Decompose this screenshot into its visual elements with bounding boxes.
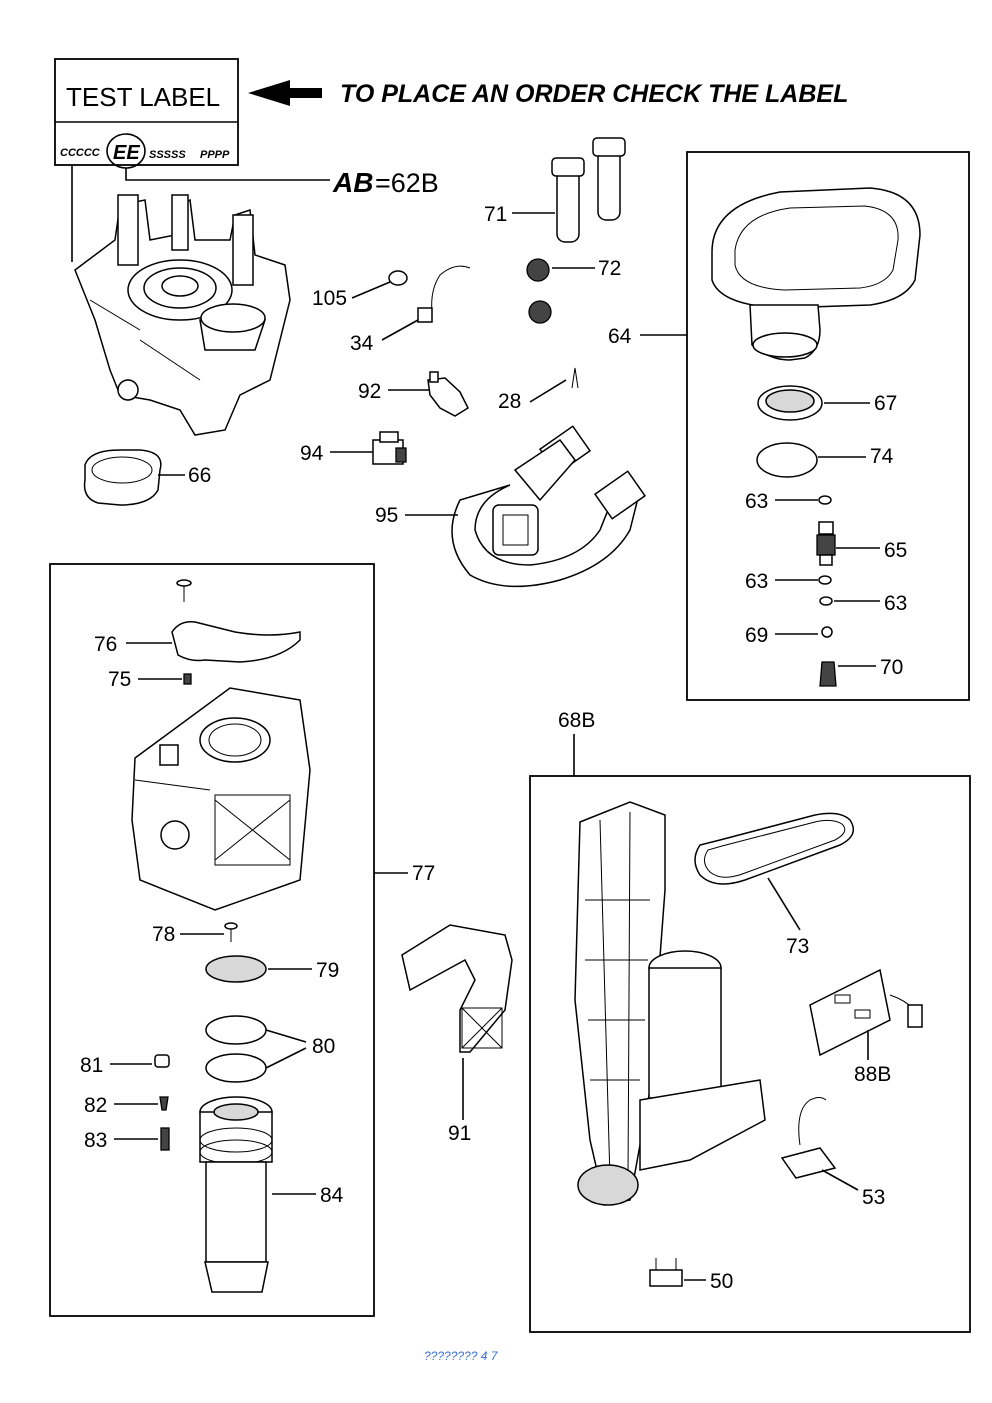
part-80-ring-a <box>205 1015 267 1045</box>
ab-value: =62B <box>375 168 439 198</box>
part-71-cylinders-drawing <box>551 137 626 243</box>
callout-79: 79 <box>316 959 339 982</box>
callout-50: 50 <box>710 1270 733 1293</box>
part-28-clip-drawing <box>571 367 579 389</box>
arrow-left-icon <box>248 80 322 106</box>
callout-73: 73 <box>786 935 809 958</box>
callout-66: 66 <box>188 464 211 487</box>
label-code-ee: EE <box>113 142 140 164</box>
part-83-spring-drawing <box>160 1127 170 1151</box>
part-screw-top-drawing <box>176 579 192 602</box>
part-81-drawing <box>154 1054 170 1068</box>
part-82-drawing <box>159 1096 169 1111</box>
callout-28: 28 <box>498 390 521 413</box>
part-63-ring-a <box>818 495 832 505</box>
part-53-sensor-drawing <box>780 1097 837 1179</box>
part-66-gasket-drawing <box>83 449 162 506</box>
callout-83: 83 <box>84 1129 107 1152</box>
callout-75: 75 <box>108 668 131 691</box>
callout-92: 92 <box>358 380 381 403</box>
part-70-spring-drawing <box>819 661 837 687</box>
part-75-pin-drawing <box>183 673 192 685</box>
group-64-box <box>686 151 970 701</box>
part-94-solenoid-drawing <box>372 431 407 465</box>
callout-63-b: 63 <box>745 570 768 593</box>
test-label-box <box>54 58 239 166</box>
label-code-sssss: SSSSS <box>149 149 186 161</box>
callout-72: 72 <box>598 257 621 280</box>
label-code-ccccc: CCCCC <box>60 147 101 159</box>
callout-94: 94 <box>300 442 324 465</box>
callout-64: 64 <box>608 325 632 348</box>
group-68B-box <box>529 775 971 1333</box>
callout-34: 34 <box>350 332 374 355</box>
callout-69: 69 <box>745 624 768 647</box>
callout-76: 76 <box>94 633 117 656</box>
part-78-screw-drawing <box>224 922 238 942</box>
callout-65: 65 <box>884 539 907 562</box>
part-74-o-ring-drawing <box>756 442 818 478</box>
part-68B-drive-drawing <box>574 801 766 1206</box>
callout-63-c: 63 <box>884 592 907 615</box>
part-79-filter-drawing <box>205 955 267 983</box>
part-63-ring-c <box>819 596 833 606</box>
callout-70: 70 <box>880 656 903 679</box>
boiler-assembly-drawing <box>74 194 291 436</box>
callout-71: 71 <box>484 203 507 226</box>
part-84-piston-drawing <box>199 1096 273 1293</box>
part-76-lever-drawing <box>171 620 301 663</box>
part-77-brew-unit-drawing <box>131 687 311 911</box>
part-65-valve-drawing <box>816 521 836 566</box>
part-88B-pcb-drawing <box>809 968 923 1057</box>
part-91-bracket-drawing <box>401 924 513 1053</box>
part-73-belt-drawing <box>694 812 855 885</box>
part-64-brew-head-drawing <box>711 187 921 361</box>
page-footer: ???????? 4 7 <box>424 1349 499 1363</box>
callout-91: 91 <box>448 1122 471 1145</box>
label-code-pppp: PPPP <box>200 149 230 161</box>
callout-95: 95 <box>375 504 398 527</box>
part-50-connector-drawing <box>649 1258 683 1287</box>
part-80-ring-b <box>205 1053 267 1083</box>
part-72-couplings-drawing <box>526 258 552 324</box>
part-63-ring-b <box>818 575 832 585</box>
callout-74: 74 <box>870 445 894 468</box>
callout-53: 53 <box>862 1186 885 1209</box>
callout-80: 80 <box>312 1035 335 1058</box>
callout-84: 84 <box>320 1184 344 1207</box>
ab-prefix: AB <box>332 167 373 198</box>
part-34-sensor-drawing <box>417 265 471 323</box>
callout-63-a: 63 <box>745 490 768 513</box>
part-69-ball-drawing <box>821 626 833 638</box>
part-92-thermostat-drawing <box>427 371 469 417</box>
test-label-title: TEST LABEL <box>66 82 220 112</box>
order-instruction: TO PLACE AN ORDER CHECK THE LABEL <box>340 80 848 108</box>
callout-105: 105 <box>312 287 347 310</box>
test-label: TEST LABEL CCCCC EE SSSSS PPPP <box>54 58 330 262</box>
callout-88B: 88B <box>854 1063 891 1086</box>
callout-77: 77 <box>412 862 435 885</box>
callout-81: 81 <box>80 1054 103 1077</box>
group-77-box <box>49 563 375 1317</box>
callout-68B: 68B <box>558 709 595 732</box>
callout-82: 82 <box>84 1094 107 1117</box>
callout-67: 67 <box>874 392 897 415</box>
part-105-o-ring <box>388 270 408 286</box>
part-95-thermoblock-drawing <box>451 425 647 588</box>
callout-78: 78 <box>152 923 175 946</box>
